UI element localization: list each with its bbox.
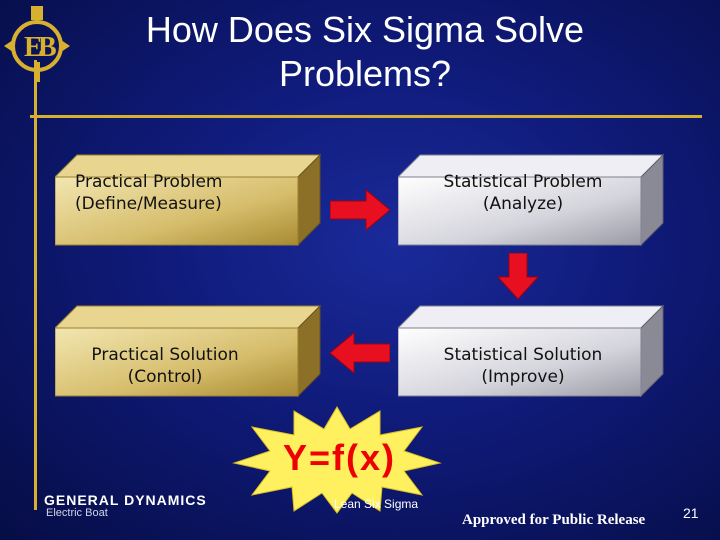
box-statistical-solution: Statistical Solution (Improve): [398, 304, 668, 398]
box-sublabel: (Improve): [481, 367, 565, 387]
box-text: Practical Problem (Define/Measure): [75, 171, 285, 215]
release-label: Approved for Public Release: [462, 512, 646, 528]
program-label: Lean Six Sigma: [334, 497, 419, 511]
box-sublabel: (Analyze): [482, 194, 564, 214]
formula-label: Y=f(x): [283, 437, 397, 478]
title-line-1: How Does Six Sigma Solve: [145, 9, 585, 50]
box-practical-problem: Practical Problem (Define/Measure): [55, 153, 325, 247]
box-label: Statistical Problem: [443, 172, 603, 192]
company-logo-text: GENERAL DYNAMICS: [44, 492, 207, 508]
box-text: Practical Solution (Control): [65, 344, 265, 388]
svg-text:E: E: [24, 32, 43, 63]
box-sublabel: (Control): [127, 367, 203, 387]
box-label: Practical Solution: [91, 345, 239, 365]
arrow-right-icon: [330, 188, 391, 232]
box-text: Statistical Solution (Improve): [408, 344, 638, 388]
svg-text:B: B: [38, 32, 57, 63]
title-line-2: Problems?: [278, 53, 452, 94]
page-number: 21: [683, 505, 699, 521]
division-text: Electric Boat: [46, 507, 108, 519]
box-sublabel: (Define/Measure): [75, 194, 222, 214]
divider-vertical: [34, 60, 37, 510]
box-text: Statistical Problem (Analyze): [408, 171, 638, 215]
starburst-icon: [232, 406, 442, 514]
box-statistical-problem: Statistical Problem (Analyze): [398, 153, 668, 247]
arrow-down-icon: [496, 253, 540, 300]
box-label: Practical Problem: [75, 172, 223, 192]
arrow-left-icon: [329, 331, 390, 375]
divider-horizontal: [30, 115, 702, 118]
eb-logo-icon: E B: [4, 6, 70, 82]
box-practical-solution: Practical Solution (Control): [55, 304, 325, 398]
page-title: How Does Six Sigma Solve Problems?: [80, 8, 650, 96]
box-label: Statistical Solution: [443, 345, 603, 365]
